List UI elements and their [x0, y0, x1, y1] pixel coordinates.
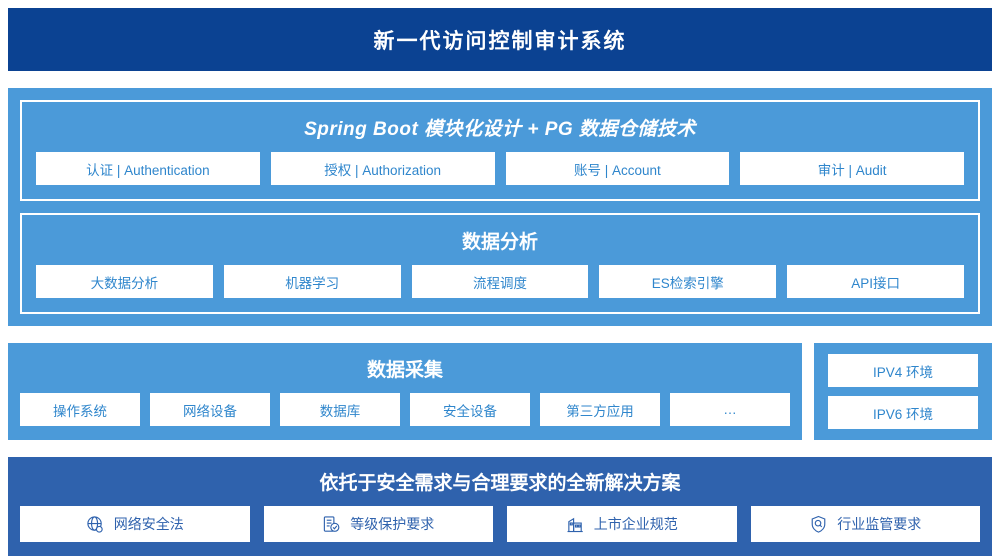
chip-operating-system[interactable]: 操作系统 — [20, 393, 140, 426]
tier-spring-boot: Spring Boot 模块化设计 + PG 数据仓储技术 认证 | Authe… — [20, 100, 980, 201]
collection-layer-title: 数据采集 — [366, 360, 443, 381]
chip-classified-protection[interactable]: 等级保护要求 — [263, 506, 493, 542]
chip-cybersecurity-law-label: 网络安全法 — [113, 516, 184, 532]
collection-layer-items: 操作系统 网络设备 数据库 安全设备 第三方应用 … — [20, 393, 790, 426]
chip-audit[interactable]: 审计 | Audit — [740, 152, 964, 185]
header-bar: 新一代访问控制审计系统 — [8, 8, 992, 71]
chip-authorization[interactable]: 授权 | Authorization — [270, 152, 495, 185]
document-check-icon — [322, 515, 341, 534]
chip-authentication[interactable]: 认证 | Authentication — [36, 152, 260, 185]
chip-ipv6-environment[interactable]: IPV6 环境 — [828, 396, 978, 429]
chip-listed-company-standard-label: 上市企业规范 — [593, 516, 678, 532]
chip-industry-regulation-label: 行业监管要求 — [837, 516, 922, 532]
tier-spring-boot-items: 认证 | Authentication 授权 | Authorization 账… — [36, 152, 964, 185]
solution-layer-title: 依托于安全需求与合理要求的全新解决方案 — [319, 473, 681, 494]
collection-layer-panel: 数据采集 操作系统 网络设备 数据库 安全设备 第三方应用 … — [8, 343, 802, 440]
globe-icon — [86, 515, 105, 534]
tier-data-analysis: 数据分析 大数据分析 机器学习 流程调度 ES检索引擎 API接口 — [20, 213, 980, 314]
chip-process-scheduling[interactable]: 流程调度 — [411, 265, 589, 298]
chip-industry-regulation[interactable]: 行业监管要求 — [750, 506, 980, 542]
application-layer-panel: Spring Boot 模块化设计 + PG 数据仓储技术 认证 | Authe… — [8, 88, 992, 326]
chip-more-ellipsis[interactable]: … — [670, 393, 790, 426]
collection-row: 数据采集 操作系统 网络设备 数据库 安全设备 第三方应用 … IPV4 环境 … — [8, 343, 992, 440]
shield-search-icon — [809, 515, 828, 534]
chip-machine-learning[interactable]: 机器学习 — [223, 265, 401, 298]
page-title: 新一代访问控制审计系统 — [373, 29, 627, 53]
chip-api-interface[interactable]: API接口 — [787, 265, 964, 298]
chip-security-device[interactable]: 安全设备 — [410, 393, 530, 426]
bank-building-icon — [566, 515, 585, 534]
tier-data-analysis-items: 大数据分析 机器学习 流程调度 ES检索引擎 API接口 — [36, 265, 964, 298]
chip-classified-protection-label: 等级保护要求 — [350, 516, 435, 532]
solution-layer-panel: 依托于安全需求与合理要求的全新解决方案 网络安全法 — [8, 457, 992, 556]
environment-panel: IPV4 环境 IPV6 环境 — [814, 343, 992, 440]
chip-es-search-engine[interactable]: ES检索引擎 — [599, 265, 777, 298]
tier-spring-boot-title: Spring Boot 模块化设计 + PG 数据仓储技术 — [304, 119, 696, 140]
chip-cybersecurity-law[interactable]: 网络安全法 — [20, 506, 250, 542]
chip-network-device[interactable]: 网络设备 — [150, 393, 270, 426]
chip-database[interactable]: 数据库 — [280, 393, 400, 426]
infographic-page: 新一代访问控制审计系统 Spring Boot 模块化设计 + PG 数据仓储技… — [8, 8, 992, 556]
chip-account[interactable]: 账号 | Account — [505, 152, 730, 185]
tier-data-analysis-title: 数据分析 — [461, 232, 538, 253]
chip-third-party-app[interactable]: 第三方应用 — [540, 393, 660, 426]
solution-layer-items: 网络安全法 等级保护要求 — [20, 506, 980, 542]
chip-big-data-analysis[interactable]: 大数据分析 — [36, 265, 213, 298]
chip-ipv4-environment[interactable]: IPV4 环境 — [828, 354, 978, 387]
chip-listed-company-standard[interactable]: 上市企业规范 — [507, 506, 737, 542]
